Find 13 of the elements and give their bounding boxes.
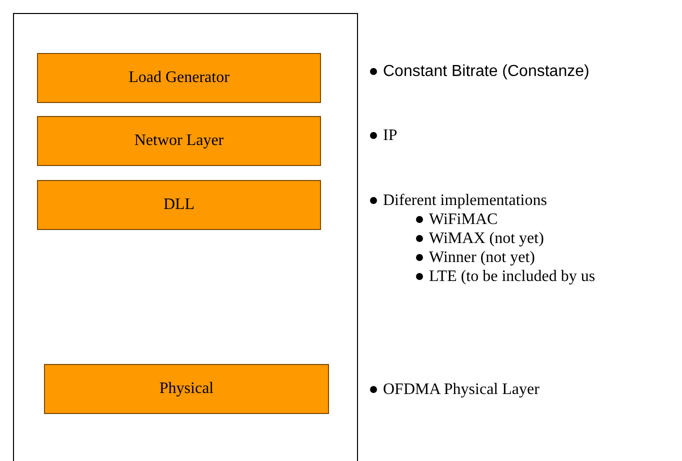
layer-box: Networ Layer — [37, 116, 321, 166]
layer-box: DLL — [37, 180, 321, 230]
bullet-item: LTE (to be included by us — [370, 267, 610, 286]
stack-frame — [13, 13, 358, 461]
layer-box: Load Generator — [37, 53, 321, 103]
bullet-item: WiMAX (not yet) — [416, 229, 676, 248]
bullet-item: IP — [370, 126, 670, 145]
bullet-item: WiFiMAC — [416, 210, 676, 229]
bullet-item: Winner (not yet) — [416, 248, 676, 267]
layer-box: Physical — [44, 364, 329, 414]
bullet-item: Diferent implementations — [370, 191, 670, 210]
bullet-item: Constant Bitrate (Constanze) — [370, 62, 670, 81]
bullet-item: OFDMA Physical Layer — [370, 380, 670, 399]
